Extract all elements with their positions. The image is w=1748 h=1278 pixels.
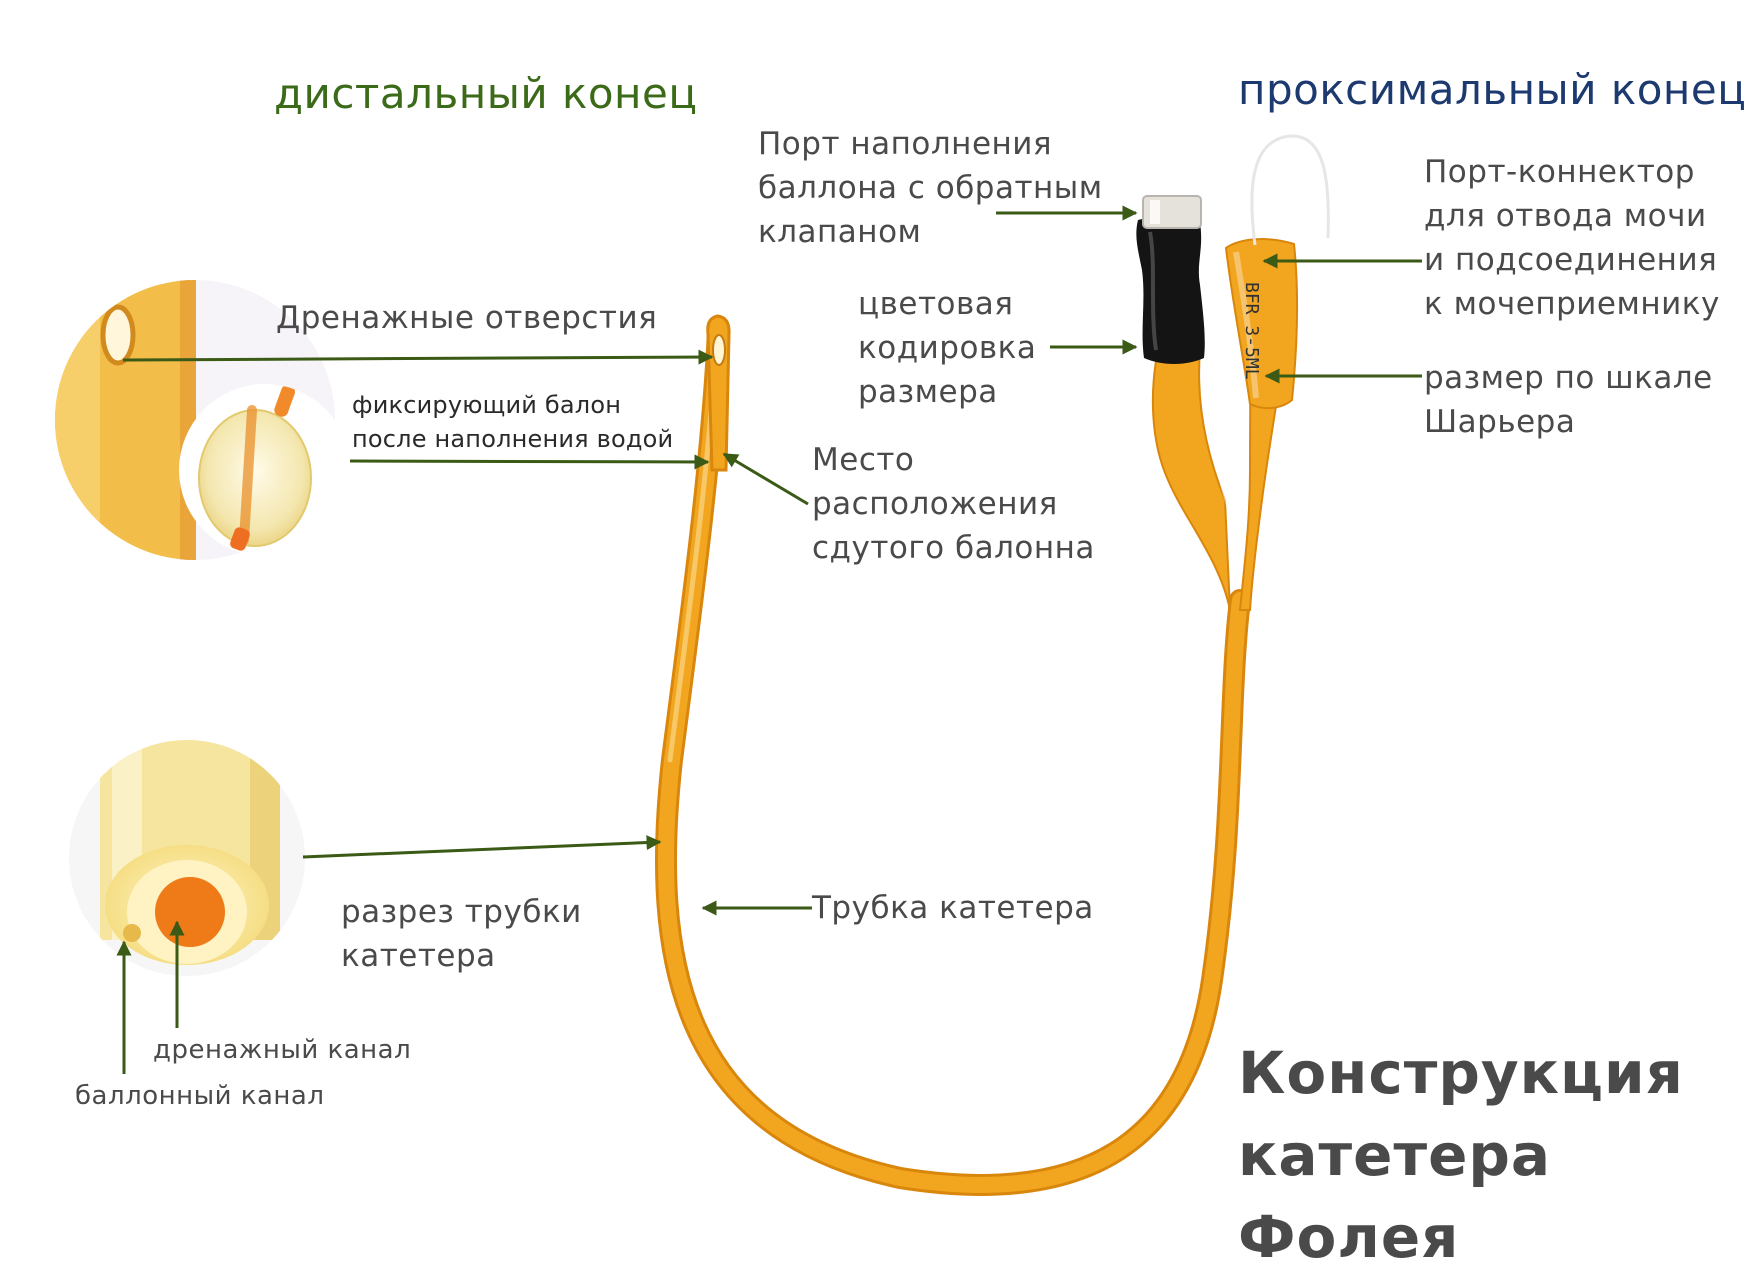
leader-lines [116,205,1422,1074]
cross-section-label: разрез трубки катетера [341,894,582,974]
drain-channel-label: дренажный канал [153,1035,412,1065]
balloon-channel-label: баллонный канал [75,1081,325,1111]
fixing-balloon-label: фиксирующий балон после наполнения водой [352,391,674,453]
charriere-label: размер по шкале Шарьера [1424,360,1713,440]
drain-lumen-icon [155,877,225,947]
product-marking: BFR 3-5ML [1241,282,1262,380]
drain-holes-label: Дренажные отверстия [276,300,658,336]
catheter-body [654,134,1330,1196]
foley-catheter-diagram: BFR 3-5ML дистальный конец проксимальный… [55,65,1747,1271]
drain-port-label: Порт-коннектор для отвода мочи и подсоед… [1424,154,1720,322]
color-sleeve-icon [1136,215,1205,364]
balloon-lumen-icon [123,924,141,942]
tube-label: Трубка катетера [812,890,1094,926]
distal-end-heading: дистальный конец [274,69,698,118]
balloon-port-label: Порт наполнения баллона с обратным клапа… [758,126,1103,250]
deflated-balloon-label: Место расположения сдутого балонна [812,442,1095,566]
fixing-balloon-inset [179,384,351,556]
diagram-title: Конструкция катетера Фолея [1238,1039,1684,1271]
proximal-end-heading: проксимальный конец [1238,65,1747,114]
cross-section-inset [69,740,305,976]
color-code-label: цветовая кодировка размера [858,286,1037,410]
diagram-artwork: BFR 3-5ML [55,134,1422,1196]
